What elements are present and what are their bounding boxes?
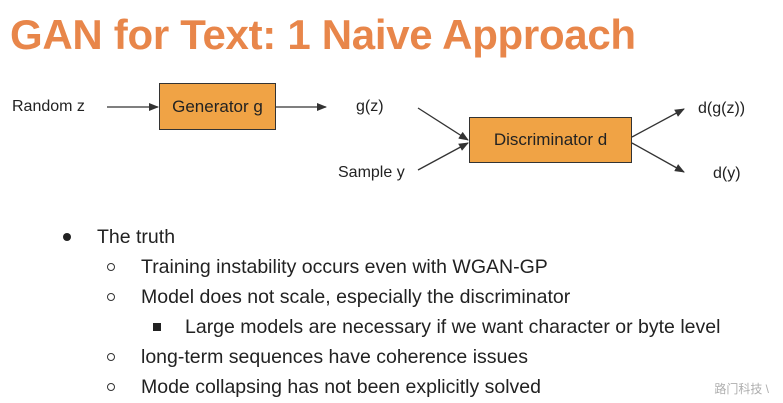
bullet-text: Training instability occurs even with WG… <box>141 256 548 278</box>
arrow-gz-to-discriminator <box>417 107 469 141</box>
bullet-text: The truth <box>97 226 176 248</box>
random-z-label: Random z <box>12 98 85 115</box>
bullet-circle-marker <box>107 263 115 271</box>
arrow-discriminator-to-dgz <box>631 108 685 138</box>
arrow-sample-to-discriminator <box>417 142 469 171</box>
gz-label: g(z) <box>356 98 384 115</box>
diagram-arrows <box>107 103 685 173</box>
bullet-disc-marker <box>63 233 71 241</box>
bullet-circle-marker <box>107 293 115 301</box>
bullet-square-marker <box>153 323 161 331</box>
dy-label: d(y) <box>713 165 741 182</box>
gan-diagram: Random z Generator g g(z) Sample y Discr… <box>0 70 783 200</box>
arrow-discriminator-to-dy <box>631 142 685 173</box>
discriminator-box: Discriminator d <box>469 117 632 163</box>
generator-label: Generator g <box>172 96 263 116</box>
bullet-text: long-term sequences have coherence issue… <box>141 346 528 368</box>
generator-box: Generator g <box>159 83 276 130</box>
watermark: 路门科技 \ <box>714 382 769 396</box>
bullet-circle-marker <box>107 353 115 361</box>
dgz-label: d(g(z)) <box>698 100 746 117</box>
sample-y-label: Sample y <box>338 164 405 181</box>
bullet-text: Mode collapsing has not been explicitly … <box>141 376 541 398</box>
bullet-text: Large models are necessary if we want ch… <box>185 316 721 338</box>
bullet-text: Model does not scale, especially the dis… <box>141 286 571 308</box>
bullet-circle-marker <box>107 383 115 391</box>
slide-title: GAN for Text: 1 Naive Approach <box>10 11 636 58</box>
discriminator-label: Discriminator d <box>493 130 608 149</box>
